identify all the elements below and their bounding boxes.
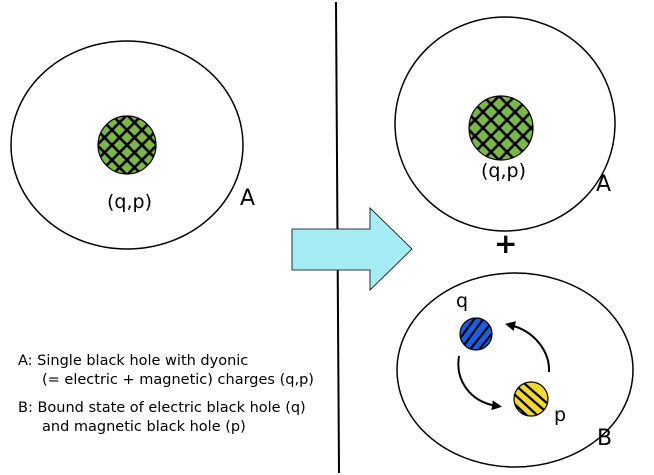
hole-label-b: B	[597, 426, 613, 451]
hole-label-a-left: A	[240, 186, 256, 211]
orbit-arrow-down	[457, 355, 502, 411]
transition-arrow	[291, 207, 413, 291]
legend-b-line1: B: Bound state of electric black hole (q…	[18, 400, 306, 416]
legend-a-line2: (= electric + magnetic) charges (q,p)	[42, 372, 314, 388]
electric-black-hole	[459, 317, 493, 351]
electric-label: q	[456, 290, 469, 312]
charge-label-left: (q,p)	[107, 191, 152, 213]
black-hole-b	[396, 272, 634, 468]
legend-b-line2: and magnetic black hole (p)	[42, 419, 246, 435]
plus-sign: +	[494, 227, 518, 260]
hole-label-a-right: A	[596, 172, 612, 197]
magnetic-label: p	[554, 404, 567, 426]
charge-label-right: (q,p)	[481, 160, 526, 182]
orbit-arrow-up	[505, 321, 551, 373]
legend-a-line1: A: Single black hole with dyonic	[18, 353, 249, 369]
